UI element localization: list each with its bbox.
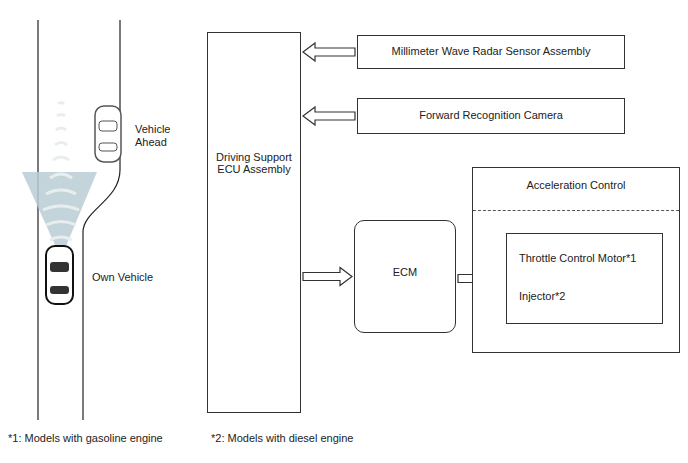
node-text: Throttle Control Motor*1	[519, 252, 650, 264]
node-text: Driving Support ECU Assembly	[214, 151, 294, 175]
ecm-box: ECM	[354, 220, 456, 333]
radar-waves	[43, 103, 79, 241]
footnote: *1: Models with gasoline engine	[8, 432, 208, 445]
control-group: Acceleration ControlThrottle Control Mot…	[472, 167, 680, 353]
node-text: Millimeter Wave Radar Sensor Assembly	[366, 45, 616, 57]
road-edge	[37, 20, 38, 420]
node-text: Acceleration Control	[481, 179, 671, 191]
road-edge	[83, 20, 120, 420]
block-arrow	[303, 43, 355, 61]
vehicle-label: Own Vehicle	[92, 271, 182, 284]
camera-box: Forward Recognition Camera	[357, 98, 625, 134]
block-arrow	[303, 107, 355, 125]
node-text: Forward Recognition Camera	[366, 109, 616, 121]
footnote: *2: Models with diesel engine	[211, 432, 411, 445]
dashed-divider	[473, 210, 679, 211]
actuator-box: Throttle Control Motor*1Injector*2	[506, 233, 663, 324]
vehicle-ahead	[95, 106, 121, 162]
sensor-box: Millimeter Wave Radar Sensor Assembly	[357, 35, 625, 69]
vehicle-label: Vehicle Ahead	[135, 123, 187, 149]
ecu-box: Driving Support ECU Assembly	[207, 32, 301, 413]
node-text: ECM	[361, 266, 449, 278]
own-vehicle	[46, 246, 73, 304]
block-arrow	[303, 268, 352, 286]
node-text: Injector*2	[519, 290, 650, 302]
